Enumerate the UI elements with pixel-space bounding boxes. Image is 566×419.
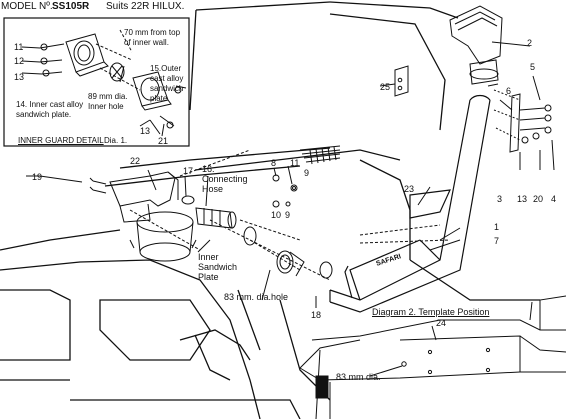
inset-hole-drawing bbox=[109, 62, 125, 82]
inner-plate-drawing bbox=[65, 33, 109, 77]
snorkel-hose-end bbox=[319, 261, 333, 279]
label-2: 2 bbox=[527, 38, 533, 48]
inset-frame bbox=[3, 17, 190, 147]
label-83mm-hole: 83 mm. dia.hole bbox=[224, 292, 289, 302]
inset-num-13b: 13 bbox=[140, 126, 151, 136]
hose-clamps bbox=[181, 195, 305, 277]
label-16-connecting-hose: 16. Connecting Hose bbox=[202, 164, 248, 194]
label-22: 22 bbox=[130, 156, 141, 166]
note-outer-plate: 15.Outer cast alloy sandwich plate bbox=[150, 64, 184, 103]
grille-vents bbox=[299, 145, 341, 165]
label-23: 23 bbox=[404, 184, 415, 194]
label-8: 8 bbox=[271, 158, 277, 168]
label-17: 17 bbox=[183, 166, 194, 176]
label-5: 5 bbox=[530, 62, 536, 72]
label-7: 7 bbox=[494, 236, 500, 246]
outer-plate-drawing bbox=[132, 71, 172, 111]
diagram2-caption: Diagram 2. Template Position bbox=[372, 307, 490, 317]
inset-num-13a: 13 bbox=[14, 72, 25, 82]
note-inner-plate: 14. Inner cast alloy sandwich plate. bbox=[16, 100, 84, 119]
label-6: 6 bbox=[506, 86, 512, 96]
note-70mm: 70 mm from top of inner wall. bbox=[124, 28, 181, 47]
label-19: 19 bbox=[32, 172, 43, 182]
inset-caption: INNER GUARD DETAIL bbox=[18, 136, 104, 145]
label-4: 4 bbox=[551, 194, 557, 204]
connecting-hose bbox=[195, 207, 237, 229]
inset-num-11: 11 bbox=[14, 42, 24, 52]
snorkel-body bbox=[329, 94, 491, 313]
label-9b: 9 bbox=[285, 210, 291, 220]
inner-sandwich-ring bbox=[129, 211, 197, 262]
label-9a: 9 bbox=[304, 168, 310, 178]
label-11: 11 bbox=[290, 158, 300, 168]
label-10: 10 bbox=[271, 210, 282, 220]
note-89mm: 89 mm dia. Inner hole bbox=[88, 92, 128, 111]
diagram2-num-24: 24 bbox=[436, 318, 447, 328]
suits-text: Suits 22R HILUX. bbox=[106, 1, 185, 12]
inset-caption-dia: Dia. 1. bbox=[104, 136, 128, 145]
air-intake-elbow bbox=[109, 171, 179, 223]
label-inner-sandwich-plate: Inner Sandwich Plate bbox=[198, 252, 238, 282]
label-3: 3 bbox=[497, 194, 503, 204]
pillar-bracket bbox=[394, 65, 409, 97]
snorkel-head bbox=[449, 5, 503, 87]
model-code: SS105R bbox=[52, 1, 90, 12]
diagram2-hole-label: 83 mm dia. bbox=[336, 372, 381, 382]
label-25: 25 bbox=[380, 82, 391, 92]
label-20: 20 bbox=[533, 194, 544, 204]
side-bracket bbox=[509, 93, 552, 153]
vehicle-body bbox=[0, 1, 540, 419]
model-prefix: MODEL Nº. bbox=[1, 1, 53, 12]
label-18: 18 bbox=[311, 310, 322, 320]
label-13: 13 bbox=[517, 194, 528, 204]
template-diagram bbox=[299, 295, 566, 419]
inset-num-21: 21 bbox=[158, 136, 169, 146]
label-1: 1 bbox=[494, 222, 500, 232]
inset-num-12: 12 bbox=[14, 56, 25, 66]
